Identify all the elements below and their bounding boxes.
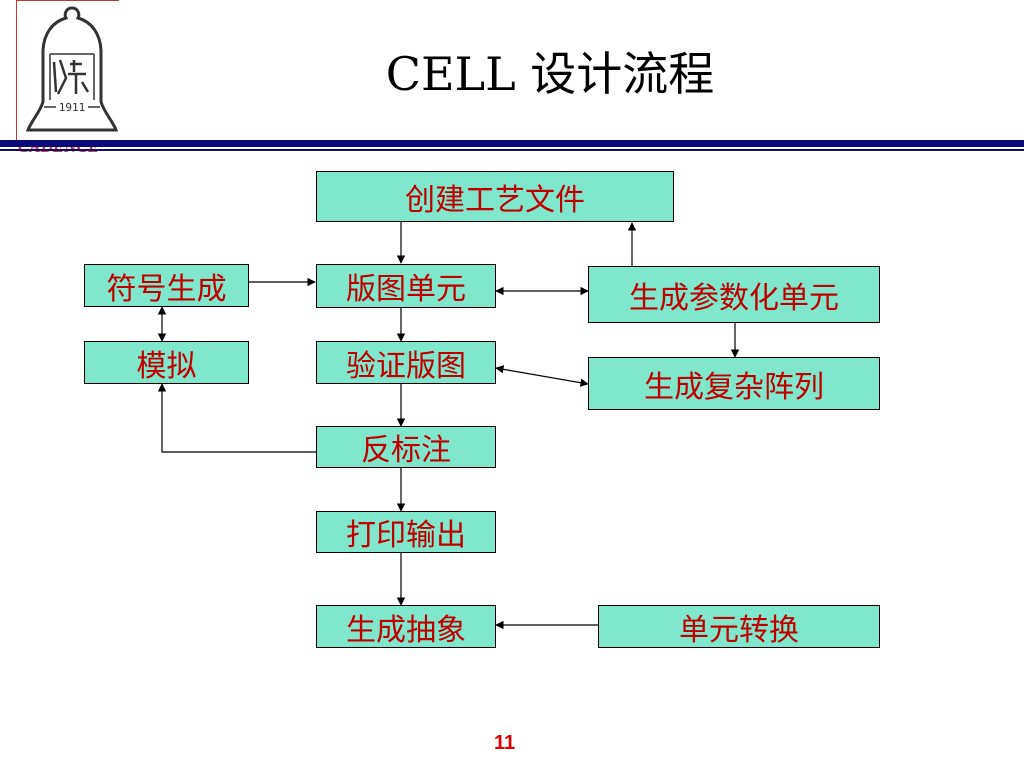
header-rule-thick <box>0 140 1024 147</box>
slide-title: CELL 设计流程 <box>385 47 715 101</box>
box-simulate: 模拟 <box>84 341 249 384</box>
arrow-backannotate-to-simulate <box>157 383 316 453</box>
box-symbol-generation: 符号生成 <box>84 264 249 307</box>
header-rule-thin <box>0 149 1024 151</box>
arrow-verify-array <box>495 365 589 387</box>
box-param-cell: 生成参数化单元 <box>588 266 880 323</box>
box-layout-cell: 版图单元 <box>316 264 496 308</box>
bell-logo-icon: 1911 <box>25 6 119 132</box>
box-verify-layout: 验证版图 <box>316 341 496 384</box>
page-number: 11 <box>494 732 516 754</box>
box-back-annotate: 反标注 <box>316 426 496 468</box>
box-create-tech-file: 创建工艺文件 <box>316 171 674 222</box>
box-cell-convert: 单元转换 <box>598 605 880 648</box>
logo-frame <box>16 0 119 141</box>
box-plot-output: 打印输出 <box>316 511 496 553</box>
logo-seal-text: 1911 <box>59 101 86 114</box>
box-complex-array: 生成复杂阵列 <box>588 357 880 410</box>
box-generate-abstract: 生成抽象 <box>316 605 496 648</box>
